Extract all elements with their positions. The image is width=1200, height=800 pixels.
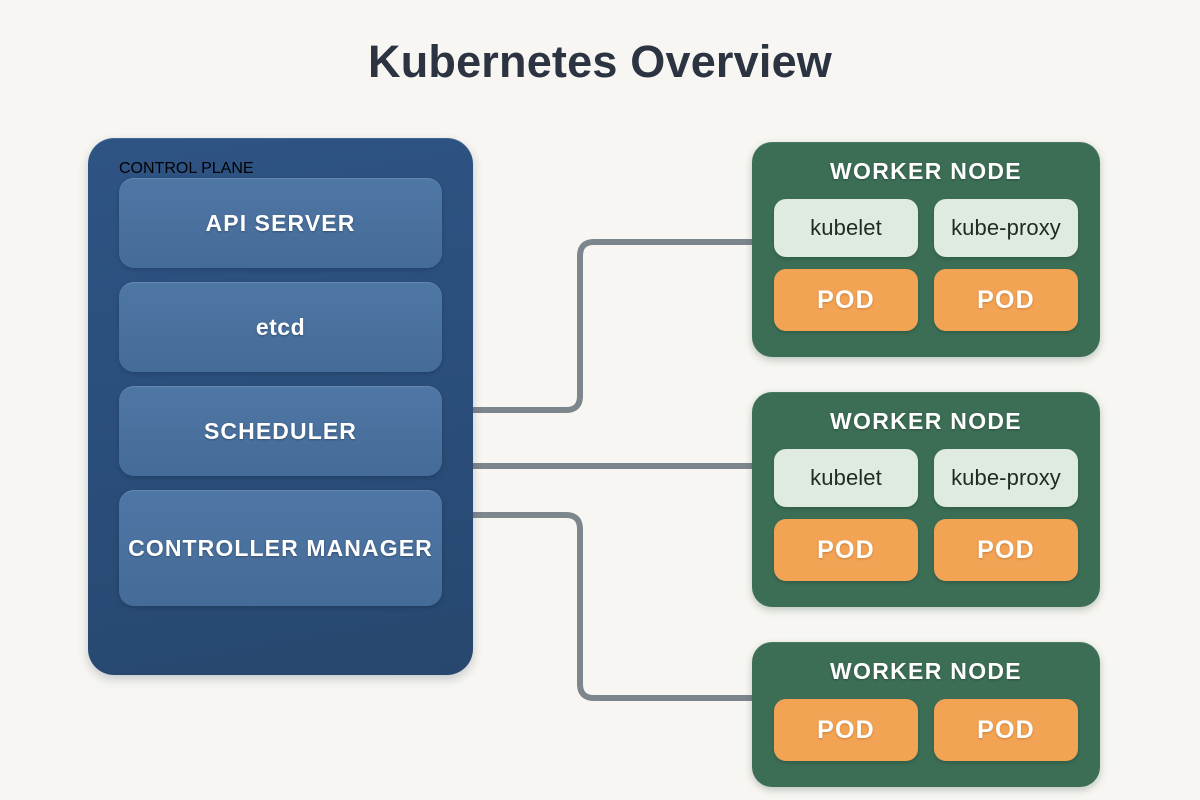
worker-node-1-component-kubelet[interactable]: kubelet: [774, 199, 918, 257]
control-plane-component-api-server[interactable]: API SERVER: [119, 178, 442, 268]
worker-node-2-component-row: kubelet kube-proxy: [774, 449, 1078, 507]
connector-control-plane-to-worker-node-3: [470, 512, 755, 701]
worker-node-2-title: WORKER NODE: [830, 408, 1022, 434]
control-plane-title: CONTROL PLANE: [119, 160, 254, 177]
worker-node-1-pod-row: POD POD: [774, 269, 1078, 331]
worker-node-2-pod-2[interactable]: POD: [934, 519, 1078, 581]
worker-node-3-pod-1[interactable]: POD: [774, 699, 918, 761]
worker-node-2-pod-row: POD POD: [774, 519, 1078, 581]
control-plane-component-etcd[interactable]: etcd: [119, 282, 442, 372]
worker-node-2-panel[interactable]: WORKER NODE kubelet kube-proxy POD POD: [752, 392, 1100, 607]
worker-node-2-pod-1[interactable]: POD: [774, 519, 918, 581]
worker-node-1-pod-2[interactable]: POD: [934, 269, 1078, 331]
worker-node-1-component-row: kubelet kube-proxy: [774, 199, 1078, 257]
worker-node-3-pod-2[interactable]: POD: [934, 699, 1078, 761]
worker-node-3-panel[interactable]: WORKER NODE POD POD: [752, 642, 1100, 787]
worker-node-1-pod-1[interactable]: POD: [774, 269, 918, 331]
worker-node-1-title: WORKER NODE: [830, 158, 1022, 184]
connector-control-plane-to-worker-node-1: [470, 239, 755, 413]
worker-node-1-panel[interactable]: WORKER NODE kubelet kube-proxy POD POD: [752, 142, 1100, 357]
worker-node-3-pod-row: POD POD: [774, 699, 1078, 761]
control-plane-component-scheduler[interactable]: SCHEDULER: [119, 386, 442, 476]
control-plane-component-controller-manager[interactable]: CONTROLLER MANAGER: [119, 490, 442, 606]
page-title: Kubernetes Overview: [368, 36, 832, 87]
worker-node-3-title: WORKER NODE: [830, 658, 1022, 684]
control-plane-panel[interactable]: CONTROL PLANE API SERVER etcd SCHEDULER …: [88, 138, 473, 675]
worker-node-2-component-kubelet[interactable]: kubelet: [774, 449, 918, 507]
worker-node-2-component-kube-proxy[interactable]: kube-proxy: [934, 449, 1078, 507]
worker-node-1-component-kube-proxy[interactable]: kube-proxy: [934, 199, 1078, 257]
